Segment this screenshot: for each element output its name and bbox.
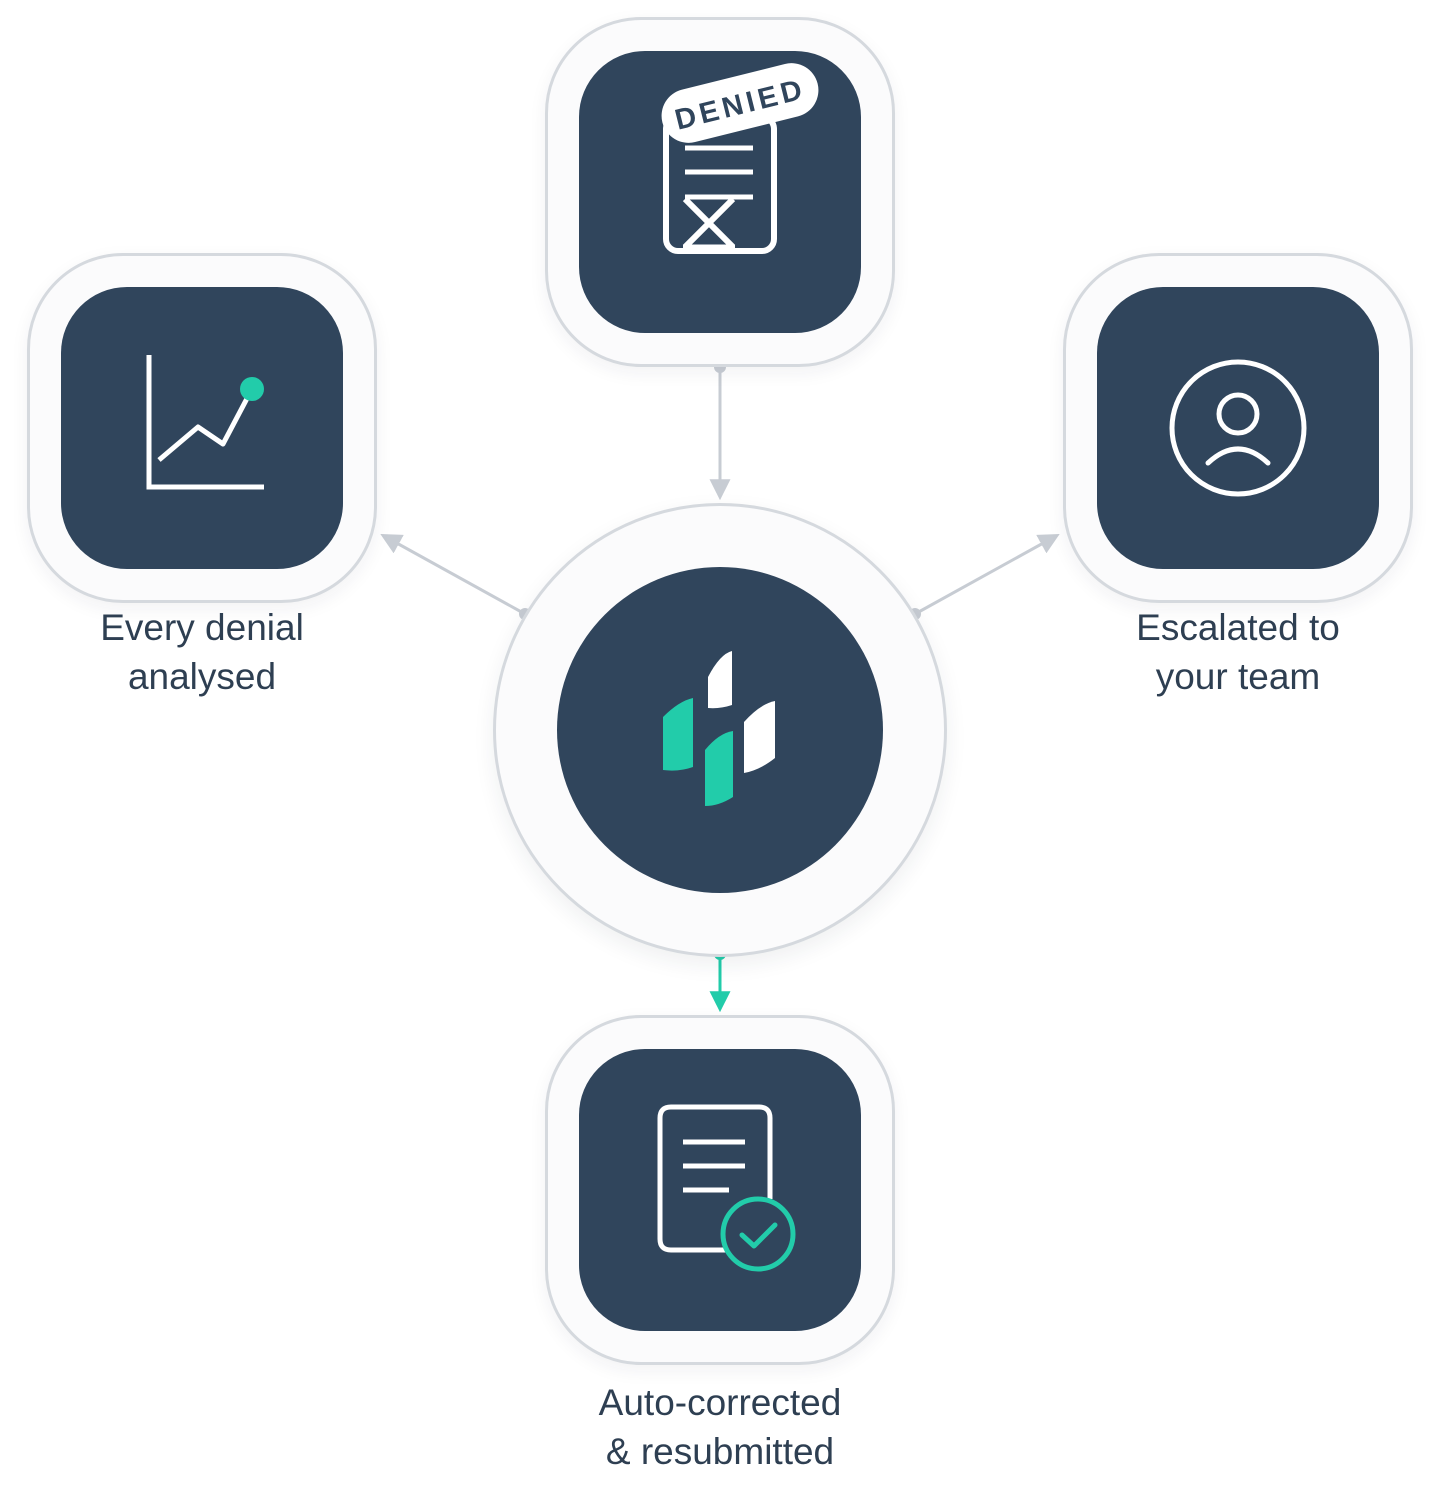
bottom-label-line-1: Auto-corrected <box>598 1382 842 1423</box>
left-node-label: Every denial analysed <box>52 603 352 701</box>
bottom-node-tile <box>579 1049 861 1331</box>
right-node-label: Escalated to your team <box>1088 603 1388 701</box>
brand-logo-icon <box>663 651 775 806</box>
left-label-line-1: Every denial <box>100 607 304 648</box>
bottom-label-line-2: & resubmitted <box>605 1431 835 1472</box>
connector-hub-to-left <box>380 533 531 620</box>
connector-top-to-hub <box>709 361 731 501</box>
connector-hub-to-right <box>909 533 1060 620</box>
left-node-tile <box>61 287 343 569</box>
connector-hub-to-bottom <box>709 948 731 1013</box>
right-label-line-1: Escalated to <box>1136 607 1340 648</box>
bottom-node-label: Auto-corrected & resubmitted <box>520 1378 920 1476</box>
hub-core <box>557 567 883 893</box>
user-circle-icon <box>1169 359 1307 497</box>
right-node-tile <box>1097 287 1379 569</box>
left-label-line-2: analysed <box>127 656 277 697</box>
line-chart-icon <box>146 355 264 490</box>
document-check-icon <box>657 1104 796 1272</box>
denied-document-icon: DENIED <box>661 63 819 254</box>
right-label-line-2: your team <box>1155 656 1321 697</box>
top-node-tile: DENIED <box>579 51 861 333</box>
